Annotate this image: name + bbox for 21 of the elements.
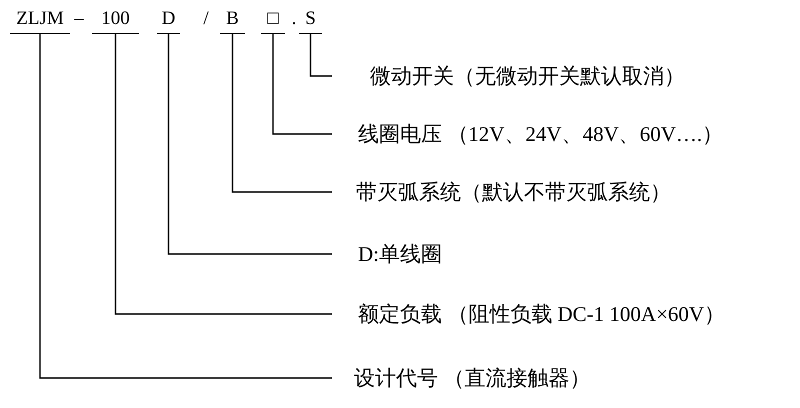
description-text: 设计代号 （直流接触器）	[332, 365, 590, 391]
code-segment: □	[261, 8, 285, 34]
code-segment: S	[299, 8, 322, 34]
code-segment: B	[220, 8, 245, 34]
code-segment: ZLJM	[10, 8, 70, 34]
description-text: 带灭弧系统（默认不带灭弧系统）	[332, 179, 671, 205]
leader-line	[114, 33, 332, 315]
leader-line	[232, 33, 332, 193]
description-text: D:单线圈	[332, 241, 442, 267]
code-segment: D	[157, 8, 180, 34]
description-text: 微动开关（无微动开关默认取消）	[332, 63, 685, 89]
leader-line	[168, 33, 332, 255]
code-segment: 100	[92, 8, 139, 34]
separator-text: –	[74, 8, 84, 30]
leader-line	[39, 33, 332, 379]
leader-line	[310, 33, 332, 77]
description-text: 额定负载 （阻性负载 DC-1 100A×60V）	[332, 301, 726, 327]
separator-text: /	[203, 8, 209, 30]
leader-line	[272, 33, 332, 135]
description-text: 线圈电压 （12V、24V、48V、60V….）	[332, 121, 724, 147]
separator-text: .	[292, 8, 296, 30]
